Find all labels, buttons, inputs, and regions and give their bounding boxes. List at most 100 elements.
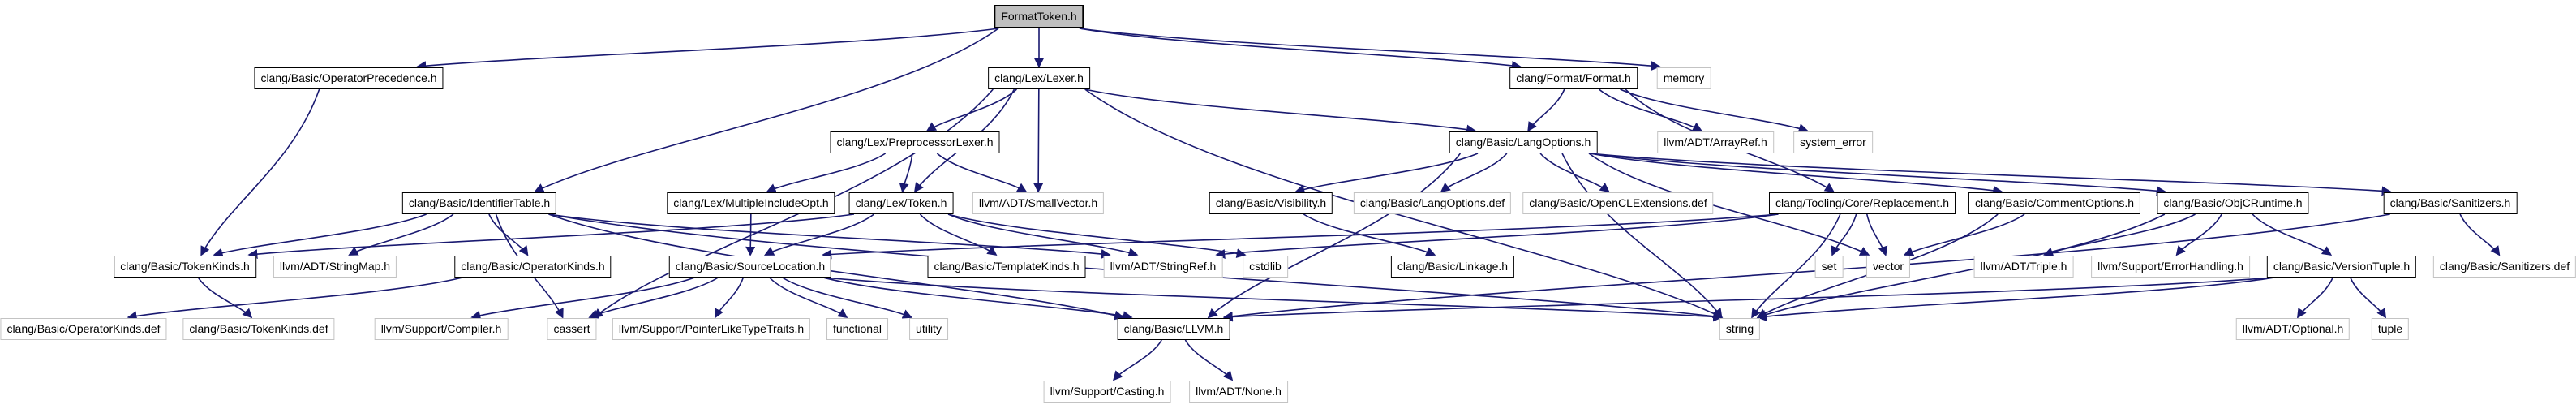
- edge-lang-options-to-objc-runtime: [1590, 153, 2166, 196]
- edge-identifier-table-to-operator-kinds: [488, 213, 529, 256]
- node-objc-runtime[interactable]: clang/Basic/ObjCRuntime.h: [2157, 192, 2309, 214]
- node-memory: memory: [1656, 67, 1711, 89]
- edge-lexer-to-string: [1084, 88, 1724, 318]
- edge-llvm-to-none: [1184, 339, 1234, 381]
- edge-version-tuple-to-llvm: [1222, 277, 2275, 322]
- edge-lexer-to-lang-options: [1084, 88, 1477, 135]
- edge-source-location-to-string: [822, 277, 1724, 322]
- node-string-map: llvm/ADT/StringMap.h: [273, 256, 397, 278]
- node-visibility[interactable]: clang/Basic/Visibility.h: [1209, 192, 1333, 214]
- edge-version-tuple-to-optional: [2297, 277, 2333, 319]
- edge-lexer-to-small-vector: [1033, 88, 1044, 193]
- node-format-token: FormatToken.h: [994, 5, 1084, 28]
- edge-source-location-to-utility: [782, 277, 913, 319]
- edge-sanitizers-to-llvm: [1222, 213, 2390, 321]
- node-llvm[interactable]: clang/Basic/LLVM.h: [1117, 318, 1230, 340]
- edge-source-location-to-llvm: [822, 277, 1133, 321]
- node-format[interactable]: clang/Format/Format.h: [1509, 67, 1638, 89]
- edge-identifier-table-to-token-kinds: [213, 213, 427, 258]
- edge-version-tuple-to-string: [1756, 277, 2275, 321]
- node-multiple-include-opt[interactable]: clang/Lex/MultipleIncludeOpt.h: [667, 192, 835, 214]
- node-identifier-table[interactable]: clang/Basic/IdentifierTable.h: [401, 192, 557, 214]
- edge-token-to-token-kinds: [247, 213, 855, 260]
- edge-objc-runtime-to-triple: [2043, 213, 2196, 257]
- edge-objc-runtime-to-version-tuple: [2252, 213, 2333, 256]
- edge-version-tuple-to-tuple: [2350, 277, 2386, 319]
- edge-operator-kinds-to-operator-kinds-def: [127, 277, 463, 321]
- edge-preprocessor-lexer-to-multiple-include-opt: [766, 153, 887, 193]
- edge-token-to-cstdlib: [947, 213, 1247, 259]
- node-template-kinds[interactable]: clang/Basic/TemplateKinds.h: [927, 256, 1086, 278]
- edge-replacement-to-vector: [1865, 213, 1888, 256]
- edge-source-location-to-cassert: [588, 277, 719, 319]
- node-vector: vector: [1865, 256, 1911, 278]
- node-utility: utility: [909, 318, 948, 340]
- node-token-kinds-def: clang/Basic/TokenKinds.def: [182, 318, 335, 340]
- node-token[interactable]: clang/Lex/Token.h: [848, 192, 954, 214]
- node-array-ref: llvm/ADT/ArrayRef.h: [1657, 131, 1774, 153]
- edge-source-location-to-pointer-like: [714, 277, 745, 319]
- edge-identifier-table-to-string-map: [348, 213, 454, 256]
- edge-objc-runtime-to-string: [1756, 213, 2166, 320]
- edge-preprocessor-lexer-to-token: [899, 153, 913, 193]
- node-source-location[interactable]: clang/Basic/SourceLocation.h: [668, 256, 832, 278]
- edge-token-kinds-to-token-kinds-def: [197, 277, 253, 319]
- edge-lexer-to-cassert: [593, 88, 994, 319]
- node-set: set: [1814, 256, 1844, 278]
- edge-replacement-to-set: [1831, 213, 1857, 256]
- edge-format-token-to-identifier-table: [534, 28, 999, 193]
- edge-format-to-lang-options: [1527, 88, 1565, 132]
- node-replacement[interactable]: clang/Tooling/Core/Replacement.h: [1768, 192, 1956, 214]
- node-comment-options[interactable]: clang/Basic/CommentOptions.h: [1968, 192, 2141, 214]
- node-token-kinds[interactable]: clang/Basic/TokenKinds.h: [114, 256, 256, 278]
- edge-source-location-to-compiler: [470, 277, 695, 321]
- edge-multiple-include-opt-to-source-location: [745, 213, 756, 256]
- node-cstdlib: cstdlib: [1243, 256, 1288, 278]
- node-optional: llvm/ADT/Optional.h: [2235, 318, 2351, 340]
- edge-format-token-to-op-precedence: [416, 28, 999, 71]
- edge-format-token-to-memory: [1079, 28, 1661, 71]
- node-sanitizers-def: clang/Basic/Sanitizers.def: [2432, 256, 2576, 278]
- node-lang-options[interactable]: clang/Basic/LangOptions.h: [1449, 131, 1598, 153]
- edge-lang-options-to-string: [1561, 153, 1723, 319]
- edge-llvm-to-casting: [1113, 339, 1162, 381]
- node-operator-kinds-def: clang/Basic/OperatorKinds.def: [0, 318, 167, 340]
- edge-format-to-system-error: [1620, 88, 1809, 133]
- node-string-ref: llvm/ADT/StringRef.h: [1103, 256, 1223, 278]
- edge-comment-options-to-vector: [1903, 213, 2025, 256]
- edge-format-token-to-format: [1079, 28, 1522, 71]
- edge-lang-options-to-llvm: [1207, 153, 1462, 319]
- node-cassert: cassert: [547, 318, 597, 340]
- node-none: llvm/ADT/None.h: [1189, 381, 1288, 403]
- edge-format-to-array-ref: [1598, 88, 1703, 131]
- node-op-precedence[interactable]: clang/Basic/OperatorPrecedence.h: [254, 67, 444, 89]
- edge-lang-options-to-visibility: [1294, 153, 1479, 194]
- edge-replacement-to-string: [1751, 213, 1841, 319]
- edge-sanitizers-to-sanitizers-def: [2459, 213, 2501, 256]
- node-casting: llvm/Support/Casting.h: [1043, 381, 1171, 403]
- edge-lexer-to-preprocessor-lexer: [925, 88, 1018, 131]
- edge-preprocessor-lexer-to-small-vector: [936, 153, 1028, 192]
- node-sanitizers[interactable]: clang/Basic/Sanitizers.h: [2383, 192, 2518, 214]
- edge-visibility-to-linkage: [1303, 213, 1436, 256]
- edge-lang-options-to-lang-options-def: [1440, 153, 1508, 193]
- node-operator-kinds[interactable]: clang/Basic/OperatorKinds.h: [454, 256, 612, 278]
- edge-op-precedence-to-token-kinds: [200, 88, 320, 256]
- node-version-tuple[interactable]: clang/Basic/VersionTuple.h: [2266, 256, 2417, 278]
- node-linkage[interactable]: clang/Basic/Linkage.h: [1390, 256, 1515, 278]
- edge-token-to-string-ref: [947, 213, 1139, 257]
- edge-identifier-table-to-llvm: [548, 213, 1125, 321]
- edge-replacement-to-string-ref: [1215, 213, 1779, 259]
- node-preprocessor-lexer[interactable]: clang/Lex/PreprocessorLexer.h: [830, 131, 1000, 153]
- node-lexer[interactable]: clang/Lex/Lexer.h: [988, 67, 1090, 89]
- node-functional: functional: [826, 318, 888, 340]
- node-compiler: llvm/Support/Compiler.h: [374, 318, 509, 340]
- node-tuple: tuple: [2371, 318, 2410, 340]
- edge-replacement-to-source-location: [822, 213, 1779, 260]
- edge-lang-options-to-comment-options: [1590, 153, 2003, 196]
- node-opencl-extensions-def: clang/Basic/OpenCLExtensions.def: [1522, 192, 1714, 214]
- edge-lang-options-to-sanitizers: [1590, 153, 2392, 196]
- node-pointer-like: llvm/Support/PointerLikeTypeTraits.h: [612, 318, 811, 340]
